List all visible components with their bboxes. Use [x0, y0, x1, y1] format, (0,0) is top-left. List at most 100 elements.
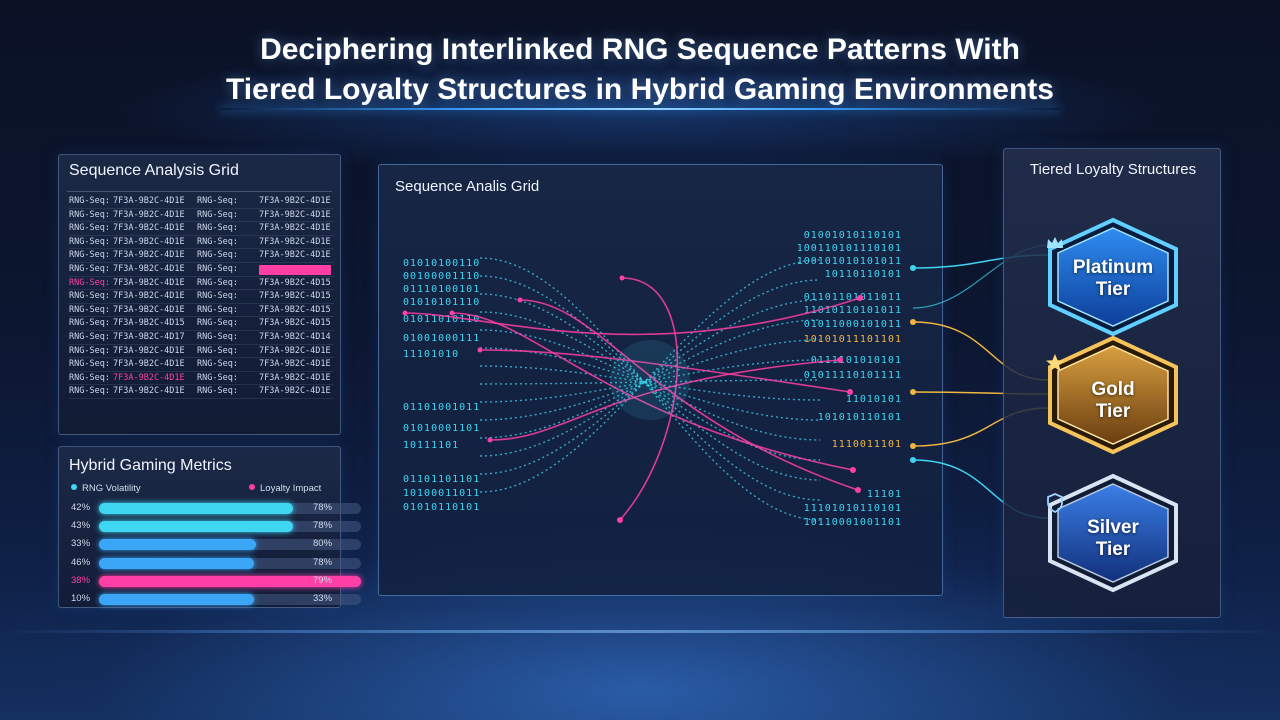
legend-loyalty-impact: Loyalty Impact: [249, 483, 321, 494]
tier-gold[interactable]: Gold Tier: [1045, 335, 1181, 455]
metric-bar-fill: [99, 557, 254, 569]
sequence-cell: 7F3A-9B2C-4D1E: [113, 277, 185, 288]
sequence-cell: 7F3A-9B2C-4D1E: [259, 223, 331, 234]
legend-loyalty-impact-label: Loyalty Impact: [260, 483, 322, 494]
hybrid-gaming-metrics-panel: Hybrid Gaming Metrics RNG Volatility Loy…: [58, 446, 361, 609]
sequence-cell: RNG-Seq:: [69, 318, 110, 329]
metric-bar-fill: [99, 503, 293, 514]
metric-row: 46%78%: [59, 555, 361, 573]
metric-loyalty-value: 78%: [313, 520, 333, 532]
sequence-cell: RNG-Seq:: [197, 386, 238, 397]
sequence-cell: 7F3A-9B2C-4D1E: [113, 263, 185, 274]
sequence-panel-title: Sequence Analysis Grid: [69, 162, 239, 179]
metric-loyalty-value: 79%: [313, 574, 333, 586]
page-title-line-2: Tiered Loyalty Structures in Hybrid Gami…: [226, 73, 1054, 106]
sequence-cell: 7F3A-9B2C-4D15: [113, 318, 185, 329]
metric-row: 38% 79%: [59, 573, 361, 591]
sequence-cell: 7F3A-9B2C-4D1E: [259, 196, 331, 206]
gold-tier-suffix: Tier: [1095, 401, 1131, 422]
gold-tier-label: Gold Tier: [1045, 379, 1181, 423]
gold-tier-name: Gold: [1091, 379, 1135, 400]
sequence-cell: RNG-Seq:: [69, 331, 110, 342]
sequence-cell: 7F3A-9B2C-4D1E: [113, 386, 185, 397]
tier-silver[interactable]: Silver Tier: [1045, 473, 1181, 593]
sequence-cell: RNG-Seq:: [197, 372, 238, 383]
sequence-cell: RNG-Seq:: [69, 277, 110, 288]
metric-volatility-value: 10%: [71, 593, 91, 604]
metric-bar-fill: [99, 539, 257, 551]
sequence-cell: RNG-Seq:: [197, 263, 238, 274]
silver-tier-name: Silver: [1087, 517, 1139, 538]
sequence-cell: 7F3A-9B2C-4D1E: [259, 236, 331, 247]
floor-glow: [0, 630, 1280, 633]
sequence-cell: RNG-Seq:: [69, 263, 110, 274]
center-panel-title: Sequence Analis Grid: [395, 178, 540, 195]
metric-bar-fill: [99, 521, 293, 533]
metric-loyalty-value: 80%: [313, 538, 333, 550]
silver-hexagon: [1048, 473, 1178, 593]
sequence-cell: RNG-Seq:: [69, 209, 110, 220]
platinum-tier-suffix: Tier: [1095, 279, 1131, 300]
sequence-cell: 7F3A-9B2C-4D1E: [113, 196, 185, 206]
gold-hexagon: [1048, 335, 1178, 455]
sequence-cell: RNG-Seq:: [69, 359, 110, 370]
sequence-cell: 7F3A-9B2C-4D1E: [113, 304, 185, 315]
silver-tier-suffix: Tier: [1095, 539, 1131, 560]
sequence-highlight-bar: [259, 264, 331, 275]
metric-row: 10% 33%: [59, 591, 361, 609]
sequence-cell: RNG-Seq:: [69, 250, 110, 261]
sequence-cell: 7F3A-9B2C-4D1E: [259, 372, 331, 383]
sequence-cell: RNG-Seq:: [197, 223, 238, 234]
sequence-cell: RNG-Seq:: [197, 318, 238, 329]
metric-bar-track: [99, 594, 361, 605]
metric-bar-track: [99, 521, 361, 533]
metrics-panel-title: Hybrid Gaming Metrics: [69, 457, 232, 474]
sequence-cell: 7F3A-9B2C-4D15: [259, 277, 331, 288]
sequence-cell: 7F3A-9B2C-4D1E: [259, 386, 331, 397]
metric-volatility-value: 46%: [71, 556, 91, 568]
sequence-cell: RNG-Seq:: [197, 345, 238, 356]
sequence-cell: RNG-Seq:: [69, 345, 110, 356]
metric-volatility-value: 38%: [71, 574, 91, 586]
sequence-cell: RNG-Seq:: [69, 196, 110, 206]
sequence-cell: RNG-Seq:: [197, 331, 238, 342]
sequence-cell: 7F3A-9B2C-4D1E: [113, 345, 185, 356]
platinum-tier-label: Platinum Tier: [1045, 257, 1181, 301]
sequence-cell: RNG-Seq:: [69, 304, 110, 315]
sequence-panel-divider: [67, 191, 332, 192]
metric-volatility-value: 43%: [71, 520, 91, 532]
legend-cyan-dot: [71, 484, 77, 490]
metric-loyalty-value: 78%: [313, 502, 333, 513]
silver-tier-label: Silver Tier: [1045, 517, 1181, 561]
sequence-cell: 7F3A-9B2C-4D1E: [113, 250, 185, 261]
sequence-cell: 7F3A-9B2C-4D1E: [113, 223, 185, 234]
sequence-cell: 7F3A-9B2C-4D1E: [113, 372, 185, 383]
star-icon: [1046, 354, 1064, 372]
metric-loyalty-value: 33%: [313, 593, 333, 604]
legend-magenta-dot: [249, 484, 255, 490]
metric-bar-track: [99, 575, 361, 587]
metric-bar-fill: [99, 575, 361, 587]
sequence-cell: RNG-Seq:: [197, 236, 238, 247]
sequence-cell: 7F3A-9B2C-4D1E: [113, 291, 185, 302]
sequence-cell: 7F3A-9B2C-4D17: [113, 331, 185, 342]
tiered-loyalty-panel: Tiered Loyalty Structures Platinum Tier: [1003, 148, 1221, 618]
sequence-cell: 7F3A-9B2C-4D1E: [259, 209, 331, 220]
tier-panel-title: Tiered Loyalty Structures: [1029, 161, 1197, 178]
tier-platinum[interactable]: Platinum Tier: [1045, 217, 1181, 337]
legend-rng-volatility: RNG Volatility: [71, 483, 141, 494]
crown-icon: [1047, 237, 1063, 248]
sequence-cell: 7F3A-9B2C-4D1E: [259, 250, 331, 261]
metric-row: 33%80%: [59, 536, 361, 554]
